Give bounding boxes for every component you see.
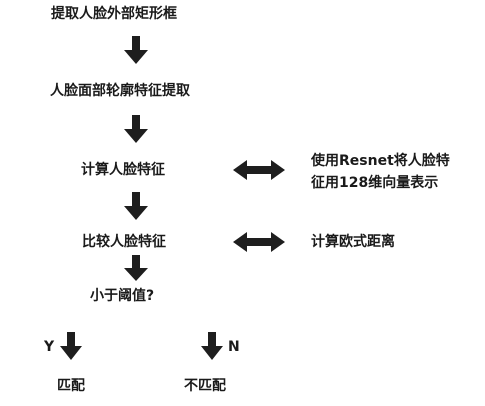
step-contour-features: 人脸面部轮廓特征提取 <box>50 83 190 99</box>
down-arrow-icon <box>124 255 148 281</box>
down-arrow-icon <box>201 332 223 360</box>
branch-yes-label: Y <box>44 339 55 355</box>
step-compute-features: 计算人脸特征 <box>81 162 165 178</box>
double-arrow-icon <box>233 160 285 180</box>
step-extract-face-box: 提取人脸外部矩形框 <box>51 6 177 22</box>
note-resnet-line2: 征用128维向量表示 <box>311 175 439 191</box>
note-resnet: 使用Resnet将人脸特 征用128维向量表示 <box>311 150 450 194</box>
result-match: 匹配 <box>57 378 85 394</box>
down-arrow-icon <box>124 192 148 220</box>
down-arrow-icon <box>124 36 148 64</box>
branch-no-label: N <box>228 339 240 355</box>
double-arrow-icon <box>233 232 285 252</box>
down-arrow-icon <box>60 332 82 360</box>
result-no-match: 不匹配 <box>184 378 226 394</box>
decision-threshold: 小于阈值? <box>90 288 155 304</box>
note-resnet-line1: 使用Resnet将人脸特 <box>311 153 450 169</box>
step-compare-features: 比较人脸特征 <box>82 234 166 250</box>
down-arrow-icon <box>124 115 148 143</box>
note-euclidean: 计算欧式距离 <box>311 234 395 250</box>
